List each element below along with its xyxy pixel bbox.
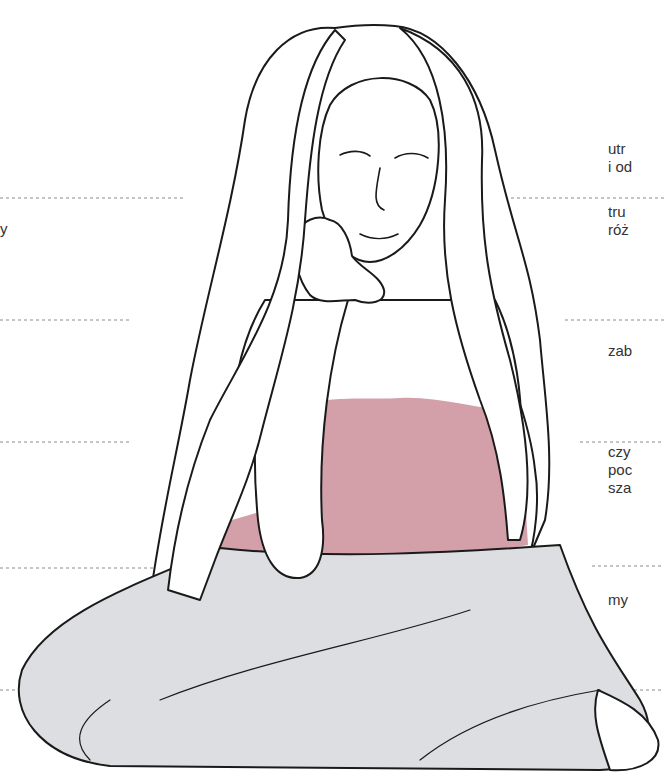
side-label: tru róż — [608, 203, 629, 239]
woman-figure — [19, 25, 659, 770]
side-label: zab — [608, 342, 632, 360]
side-label: my — [608, 591, 628, 609]
side-label: utr i od — [608, 140, 632, 176]
side-label: czy poc sza — [608, 443, 632, 497]
side-label: y — [0, 220, 8, 238]
